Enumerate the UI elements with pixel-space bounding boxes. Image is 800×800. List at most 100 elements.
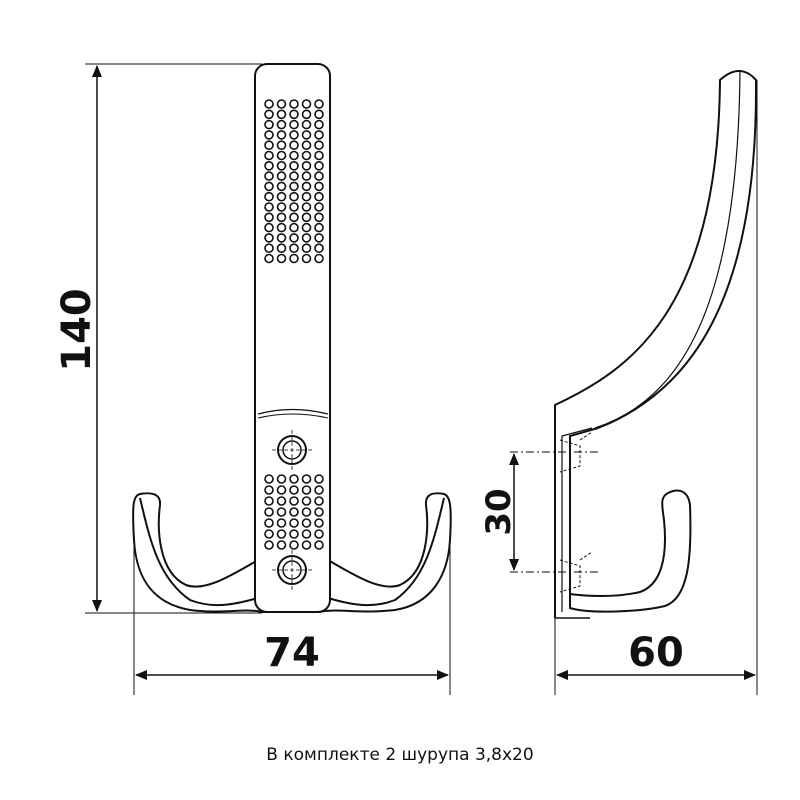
- plate-dot: [264, 130, 274, 140]
- plate-dot: [289, 109, 299, 120]
- plate-dot: [314, 233, 324, 243]
- plate-dot: [301, 243, 312, 253]
- plate-dot: [276, 99, 287, 109]
- plate-dot: [314, 212, 324, 223]
- plate-dot: [301, 202, 312, 212]
- plate-dot: [276, 222, 287, 233]
- plate-dot: [289, 202, 299, 212]
- plate-dot: [264, 485, 274, 495]
- plate-dot: [289, 181, 299, 192]
- plate-dot: [289, 150, 299, 161]
- plate-dot: [276, 518, 287, 528]
- plate-dot: [314, 529, 324, 539]
- plate-dot: [314, 130, 324, 140]
- plate-dot: [289, 474, 299, 484]
- plate-dot: [276, 474, 287, 484]
- plate-dot: [301, 233, 312, 243]
- plate-dot: [301, 518, 312, 528]
- plate-dot: [276, 140, 287, 150]
- plate-dot: [264, 99, 274, 109]
- plate-dot: [276, 485, 287, 495]
- plate-dot: [301, 474, 312, 484]
- plate-dot: [264, 253, 274, 264]
- front-dimension-lines: [85, 63, 451, 695]
- plate-dot: [301, 171, 312, 181]
- width-side-dimension-label: 60: [628, 630, 684, 676]
- plate-dot: [276, 119, 287, 130]
- side-view: [554, 69, 758, 619]
- plate-dot: [301, 140, 312, 150]
- front-plate-divider: [257, 408, 329, 415]
- plate-dot: [301, 222, 312, 233]
- plate-dot: [301, 161, 312, 171]
- side-arm-inner-line: [594, 69, 741, 429]
- plate-dot: [301, 181, 312, 192]
- plate-dot: [276, 130, 287, 140]
- plate-dot: [289, 171, 299, 181]
- hole-spacing-dimension-label: 30: [479, 488, 519, 535]
- side-dimension-lines: [509, 80, 758, 695]
- plate-dot: [314, 518, 324, 528]
- plate-dot: [289, 507, 299, 517]
- front-screw-holes: [272, 430, 312, 590]
- plate-dot: [289, 496, 299, 506]
- plate-dot: [289, 130, 299, 140]
- plate-dot: [276, 507, 287, 517]
- plate-dot: [264, 161, 274, 171]
- plate-dot: [301, 485, 312, 495]
- plate-dot: [289, 99, 299, 109]
- plate-dot: [301, 191, 312, 202]
- plate-dot: [264, 243, 274, 253]
- plate-dot: [301, 150, 312, 161]
- plate-dot: [314, 161, 324, 171]
- plate-dot: [289, 119, 299, 130]
- plate-dot: [301, 212, 312, 223]
- plate-dot: [289, 140, 299, 150]
- plate-dot: [264, 212, 274, 223]
- front-plate-divider-2: [257, 413, 329, 419]
- plate-dot: [301, 130, 312, 140]
- plate-dot: [301, 540, 312, 550]
- plate-dot: [289, 540, 299, 550]
- plate-dot: [314, 243, 324, 253]
- plate-dot: [301, 529, 312, 539]
- plate-dot: [276, 181, 287, 192]
- plate-dot: [264, 507, 274, 517]
- front-hook-inner-left: [139, 497, 259, 607]
- plate-dot: [314, 119, 324, 130]
- plate-dot: [264, 171, 274, 181]
- width-front-dimension-label: 74: [264, 630, 320, 676]
- plate-dot: [276, 191, 287, 202]
- plate-dot: [301, 119, 312, 130]
- plate-dot: [264, 150, 274, 161]
- plate-dot: [264, 191, 274, 202]
- plate-dot: [276, 243, 287, 253]
- plate-dot: [276, 109, 287, 120]
- plate-dot: [264, 181, 274, 192]
- plate-dot: [276, 540, 287, 550]
- plate-dot: [264, 109, 274, 120]
- plate-dot: [314, 140, 324, 150]
- plate-dot: [276, 233, 287, 243]
- plate-dot: [314, 496, 324, 506]
- side-plate-inner-edge: [561, 427, 593, 612]
- plate-dot: [264, 202, 274, 212]
- plate-dot: [289, 485, 299, 495]
- plate-dot: [276, 161, 287, 171]
- plate-dot: [264, 529, 274, 539]
- plate-dot: [314, 181, 324, 192]
- plate-dot: [276, 212, 287, 223]
- plate-dot: [314, 99, 324, 109]
- plate-dot: [264, 140, 274, 150]
- plate-dot: [289, 243, 299, 253]
- plate-dot: [276, 171, 287, 181]
- plate-dot: [301, 496, 312, 506]
- plate-dot: [314, 253, 324, 264]
- plate-dot: [264, 540, 274, 550]
- plate-dot: [264, 496, 274, 506]
- plate-dot: [264, 222, 274, 233]
- plate-dot: [289, 161, 299, 171]
- plate-dot: [289, 222, 299, 233]
- plate-dot: [314, 202, 324, 212]
